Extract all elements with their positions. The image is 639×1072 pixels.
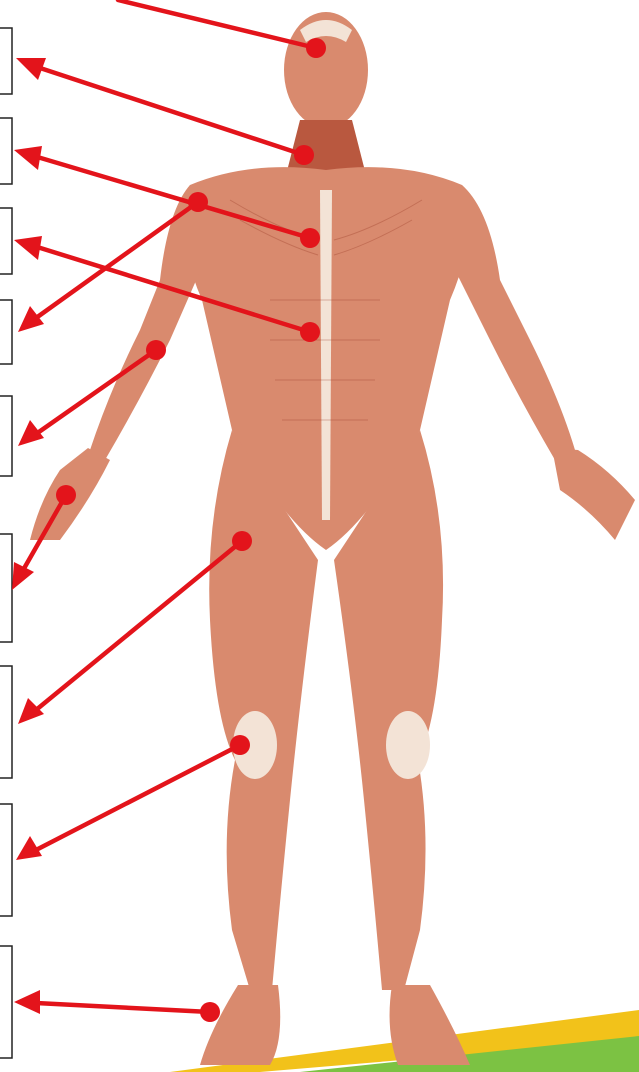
label-box-3[interactable] xyxy=(0,208,12,274)
dot-knee xyxy=(230,735,250,755)
leader-forehead xyxy=(118,0,316,48)
arrow-shoulder-icon xyxy=(18,306,44,332)
label-boxes xyxy=(0,28,12,1058)
label-box-4[interactable] xyxy=(0,300,12,364)
muscle-figure xyxy=(30,12,635,1065)
leader-knee xyxy=(36,745,240,850)
arrow-neck-icon xyxy=(16,58,46,80)
figure-linea-alba xyxy=(320,190,332,520)
figure-foot-right xyxy=(390,985,470,1065)
arrow-foot-icon xyxy=(14,990,40,1014)
dot-neck xyxy=(294,145,314,165)
figure-arm-left xyxy=(90,185,205,460)
leader-neck xyxy=(34,66,304,155)
figure-knee-right xyxy=(386,711,430,779)
dot-forehead xyxy=(306,38,326,58)
dot-thigh xyxy=(232,531,252,551)
label-box-8[interactable] xyxy=(0,804,12,916)
label-box-7[interactable] xyxy=(0,666,12,778)
dot-shoulder xyxy=(188,192,208,212)
dot-forearm xyxy=(146,340,166,360)
figure-foot-left xyxy=(200,985,280,1065)
label-box-5[interactable] xyxy=(0,396,12,476)
dot-foot xyxy=(200,1002,220,1022)
label-box-6[interactable] xyxy=(0,534,12,642)
dot-hand xyxy=(56,485,76,505)
figure-hand-right xyxy=(552,448,635,540)
arrow-forearm-icon xyxy=(18,420,44,446)
arrow-thigh-icon xyxy=(18,698,44,724)
leader-foot xyxy=(36,1003,210,1012)
dot-abdomen xyxy=(300,322,320,342)
label-box-9[interactable] xyxy=(0,946,12,1058)
dot-chest xyxy=(300,228,320,248)
figure-arm-right xyxy=(450,185,575,460)
arrow-chest-icon xyxy=(14,146,42,170)
label-box-2[interactable] xyxy=(0,118,12,184)
arrow-abdomen-icon xyxy=(14,236,42,260)
label-box-1[interactable] xyxy=(0,28,12,94)
